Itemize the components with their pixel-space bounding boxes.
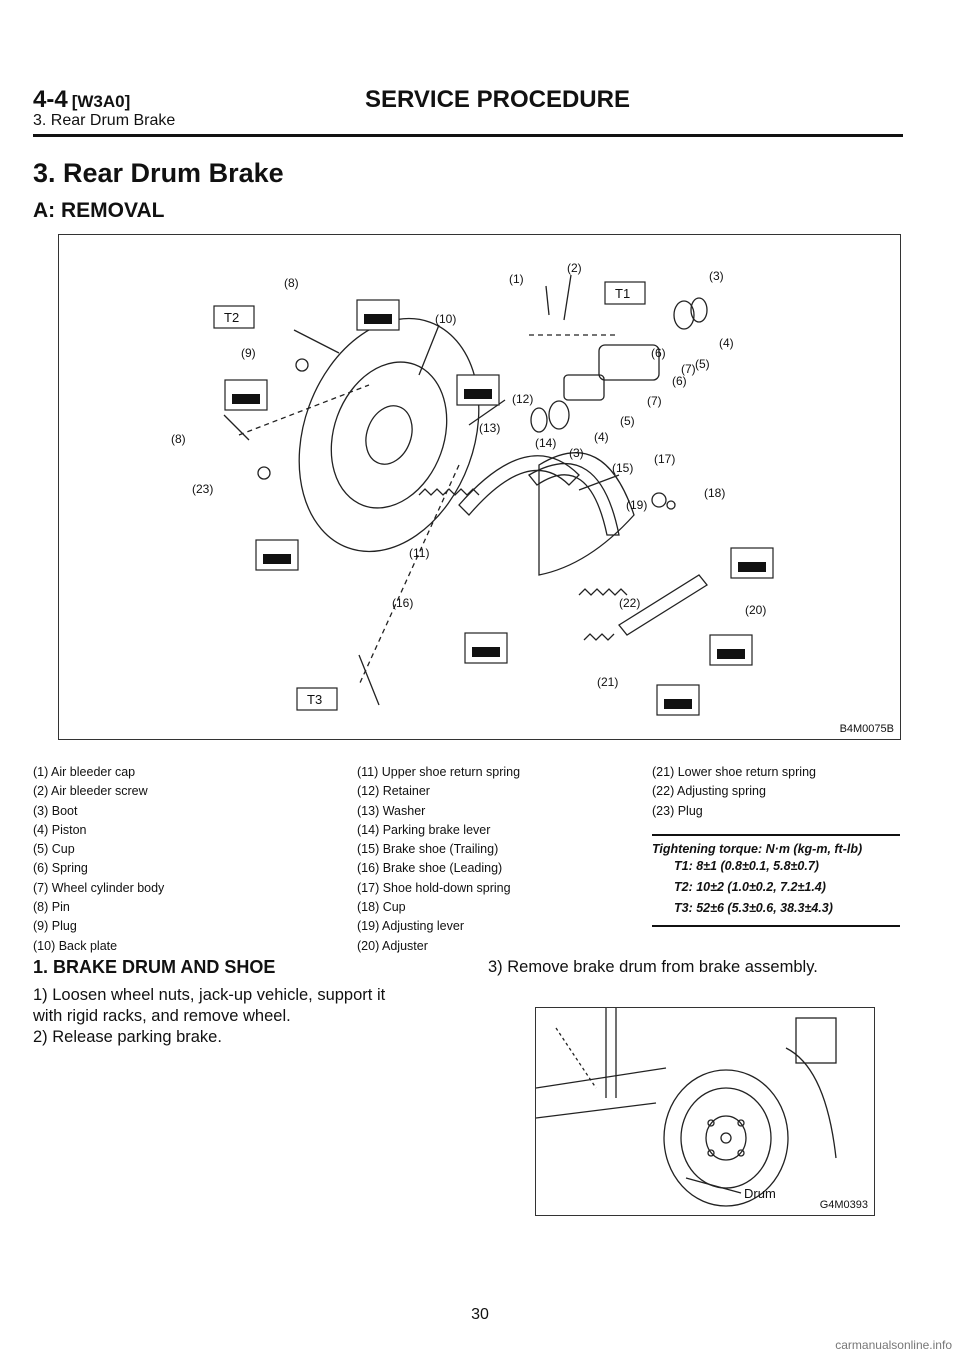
callout-label: (4): [719, 336, 734, 350]
diagram-drawing: (1)(2)(3)(4)(5)(6)(7)(8)(9)(8)(23)(10)(1…: [171, 261, 774, 716]
legend-item: (14) Parking brake lever: [357, 822, 491, 837]
callout-label: (7): [647, 394, 662, 408]
callout-label: (21): [597, 675, 618, 689]
callout-label: (9): [241, 346, 256, 360]
callout-label: (7): [681, 362, 696, 376]
legend-item: (1) Air bleeder cap: [33, 765, 136, 779]
callout-label: (8): [284, 276, 299, 290]
shoe-leading-shape: [458, 455, 580, 516]
legend-item: (2) Air bleeder screw: [33, 784, 148, 799]
callout-label: (16): [392, 596, 413, 610]
callout-label: (20): [745, 603, 766, 617]
legend-column-3: (21) Lower shoe return spring (22) Adjust…: [652, 763, 816, 821]
header-rule: [33, 134, 903, 137]
legend-item: (13) Washer: [357, 803, 426, 818]
legend-item: (3) Boot: [33, 803, 78, 818]
callout-label: (11): [409, 546, 429, 560]
step-1-line-1: 1) Loosen wheel nuts, jack-up vehicle, s…: [33, 986, 386, 1004]
legend-item: (5) Cup: [33, 842, 75, 857]
legend-item: (7) Wheel cylinder body: [33, 880, 165, 895]
callout-label: (6): [672, 374, 687, 388]
photo-id: G4M0393: [819, 1199, 868, 1211]
callout-label: (3): [569, 446, 584, 460]
callout-label: (23): [192, 482, 213, 496]
watermark: carmanualsonline.info: [835, 1338, 952, 1352]
callout-label: (12): [512, 392, 533, 406]
legend-item: (17) Shoe hold-down spring: [357, 880, 511, 895]
legend-item: (20) Adjuster: [357, 938, 428, 953]
callout-label: (10): [435, 312, 456, 326]
legend-item: (8) Pin: [33, 900, 70, 915]
callout-label: (22): [619, 596, 640, 610]
adjuster-shape: [618, 574, 708, 636]
torque-t2: T2: 10±2 (1.0±0.2, 7.2±1.4): [674, 880, 826, 894]
callout-label: (1): [509, 272, 524, 286]
procedure-heading: 1. BRAKE DRUM AND SHOE: [33, 957, 276, 977]
section-heading: A: REMOVAL: [33, 199, 165, 222]
header-subtitle: 3. Rear Drum Brake: [33, 112, 176, 129]
page-number: 30: [471, 1306, 489, 1323]
callout-label: (6): [651, 346, 666, 360]
back-plate-shape: [298, 317, 480, 553]
legend-item: (16) Brake shoe (Leading): [357, 861, 503, 876]
wheel-cylinder-shape: [598, 344, 660, 381]
torque-t3: T3: 52±6 (5.3±0.6, 38.3±4.3): [674, 901, 833, 915]
drum-outline: [663, 1069, 789, 1207]
section-number: 4-4[W3A0]: [33, 86, 131, 113]
section-code: [W3A0]: [71, 92, 131, 111]
legend-item: (12) Retainer: [357, 784, 430, 799]
callout-label: (15): [612, 461, 633, 475]
step-2: 2) Release parking brake.: [33, 1028, 222, 1046]
callout-label: (4): [594, 430, 609, 444]
torque-tag: T1: [615, 286, 630, 301]
callout-label: (18): [704, 486, 725, 500]
header-title: SERVICE PROCEDURE: [365, 86, 630, 113]
brake-drum-photo: Drum G4M0393: [535, 1007, 875, 1216]
exploded-diagram: (1)(2)(3)(4)(5)(6)(7)(8)(9)(8)(23)(10)(1…: [58, 234, 901, 740]
callout-label: (5): [695, 357, 710, 371]
callout-label: (17): [654, 452, 675, 466]
legend-item: (9) Plug: [33, 919, 77, 934]
torque-spec-box: Tightening torque: N·m (kg-m, ft-lb) T1:…: [652, 834, 900, 927]
legend-item: (18) Cup: [357, 900, 406, 915]
legend-item: (11) Upper shoe return spring: [357, 765, 521, 779]
torque-tag: T3: [307, 692, 322, 707]
legend-item: (15) Brake shoe (Trailing): [357, 842, 499, 857]
legend-item: (19) Adjusting lever: [357, 919, 465, 934]
legend-item: (6) Spring: [33, 861, 88, 876]
step-1-line-2: with rigid racks, and remove wheel.: [33, 1007, 291, 1025]
legend-item: (22) Adjusting spring: [652, 784, 766, 799]
callout-label: (13): [479, 421, 500, 435]
callout-label: (5): [620, 414, 635, 428]
torque-tag: T2: [224, 310, 239, 325]
legend-item: (10) Back plate: [33, 938, 118, 953]
callout-label: (8): [171, 432, 186, 446]
callout-label: (14): [535, 436, 556, 450]
callout-label: (2): [567, 261, 582, 275]
legend-column-2: (11) Upper shoe return spring (12) Retain…: [357, 763, 520, 956]
figure-id: B4M0075B: [839, 723, 894, 735]
legend-item: (21) Lower shoe return spring: [652, 765, 816, 779]
callout-label: (19): [626, 498, 647, 512]
photo-label: Drum: [744, 1186, 776, 1201]
callout-label: (3): [709, 269, 724, 283]
photo-drawing: Drum: [535, 1008, 837, 1207]
legend-column-1: (1) Air bleeder cap (2) Air bleeder screw…: [33, 763, 164, 956]
torque-t1: T1: 8±1 (0.8±0.1, 5.8±0.7): [674, 859, 819, 873]
page-title: 3. Rear Drum Brake: [33, 158, 284, 188]
legend-item: (23) Plug: [652, 803, 703, 818]
legend-item: (4) Piston: [33, 822, 87, 837]
step-3: 3) Remove brake drum from brake assembly…: [488, 958, 818, 976]
torque-heading: Tightening torque: N·m (kg-m, ft-lb): [652, 842, 863, 856]
